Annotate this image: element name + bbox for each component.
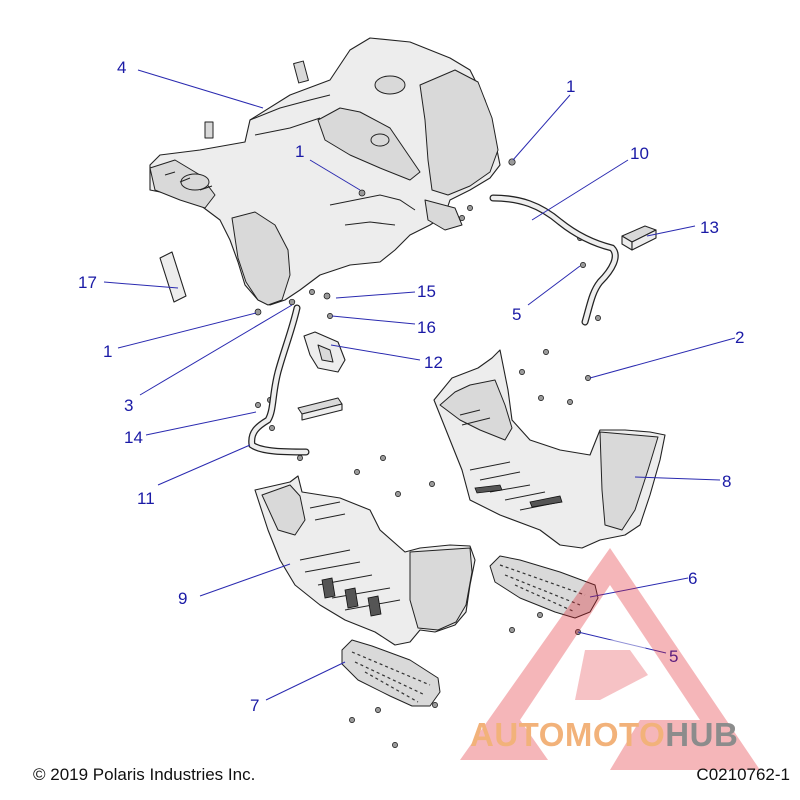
callout-10: 10 <box>630 144 649 163</box>
callout-4: 4 <box>117 58 126 77</box>
callout-12: 12 <box>424 353 443 372</box>
drawing-number: C0210762-1 <box>696 765 790 784</box>
callout-7: 7 <box>250 696 259 715</box>
callout-1-top-right: 1 <box>566 77 575 96</box>
callout-1-center: 1 <box>295 142 304 161</box>
callout-numbers: 1 1 1 2 3 4 5 5 6 7 8 9 10 11 12 13 14 1… <box>78 58 744 715</box>
watermark-text-part2: HUB <box>665 716 739 753</box>
watermark-text: AUTOMOTOHUB <box>470 716 738 754</box>
fastener-group <box>254 158 601 748</box>
copyright-notice: © 2019 Polaris Industries Inc. <box>33 765 256 784</box>
callout-5-lower: 5 <box>669 647 678 666</box>
clip-part-13 <box>621 225 657 251</box>
bracket-part-12 <box>303 331 346 373</box>
callout-13: 13 <box>700 218 719 237</box>
rear-fender-part <box>149 37 501 306</box>
left-rack-rail-part <box>248 304 310 456</box>
watermark-text-part1: AUTOMOTO <box>470 716 666 753</box>
rear-rack-rail-part <box>489 194 619 326</box>
callout-2: 2 <box>735 328 744 347</box>
callout-3: 3 <box>124 396 133 415</box>
callout-16: 16 <box>417 318 436 337</box>
callout-17: 17 <box>78 273 97 292</box>
watermark-logo-icon <box>460 548 760 770</box>
callout-1-left: 1 <box>103 342 112 361</box>
left-footwell-part <box>254 475 476 646</box>
callout-14: 14 <box>124 428 143 447</box>
callout-9: 9 <box>178 589 187 608</box>
leader-lines <box>103 69 736 701</box>
footrest-part-7 <box>341 639 441 707</box>
decal-part-17 <box>159 251 187 303</box>
callout-8: 8 <box>722 472 731 491</box>
callout-11: 11 <box>137 489 155 508</box>
callout-15: 15 <box>417 282 436 301</box>
callout-6: 6 <box>688 569 697 588</box>
footrest-part-6 <box>489 555 599 619</box>
clip-part-14 <box>297 397 343 421</box>
callout-5-upper: 5 <box>512 305 521 324</box>
right-footwell-part <box>433 349 666 549</box>
